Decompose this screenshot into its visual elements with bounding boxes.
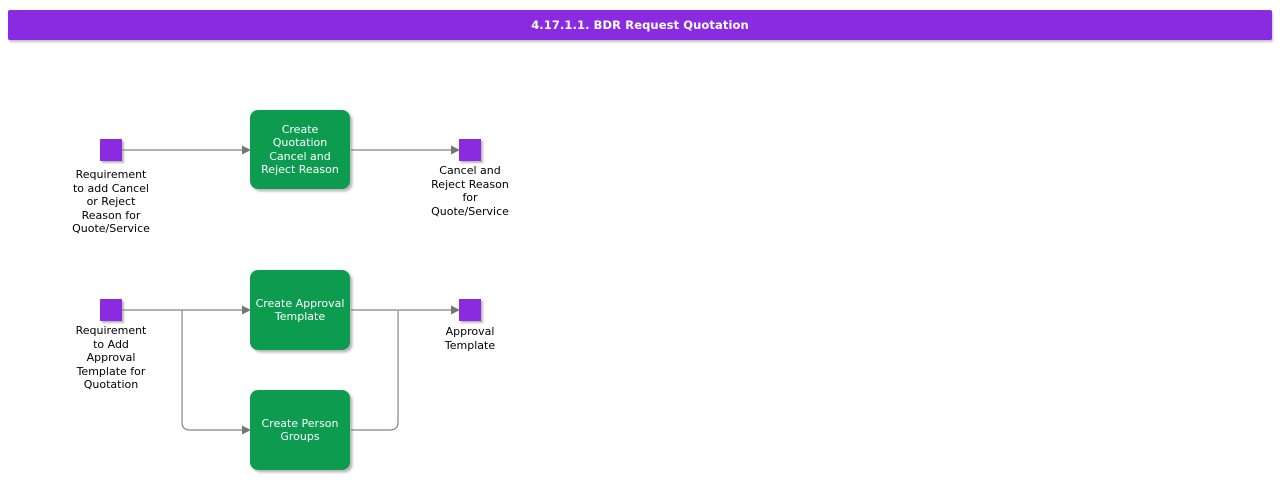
arrowhead-flow1-process [242, 145, 251, 155]
process-create-quotation-cancel-reject-reason[interactable]: Create Quotation Cancel and Reject Reaso… [250, 110, 350, 189]
process-label: Create Person Groups [261, 416, 339, 444]
arrowhead-flow2-output [451, 305, 460, 315]
process-create-approval-template[interactable]: Create Approval Template [250, 270, 350, 350]
end-event-label: Cancel and Reject Reason for Quote/Servi… [431, 164, 509, 218]
header-bar: 4.17.1.1. BDR Request Quotation [8, 10, 1272, 40]
process-label: Create Quotation Cancel and Reject Reaso… [261, 122, 339, 177]
start-event-approval-template-requirement [100, 299, 122, 321]
start-event-label: Requirement to Add Approval Template for… [75, 324, 147, 391]
end-event-cancel-reject-reason [459, 139, 481, 161]
arrowhead-flow2-process-top [242, 305, 251, 315]
process-label: Create Approval Template [255, 296, 345, 324]
connector-flow2-branch-to-process-bottom [181, 310, 243, 431]
start-event-cancel-reject-requirement [100, 139, 122, 161]
arrowhead-flow1-output [451, 145, 460, 155]
arrowhead-flow2-process-bottom [242, 425, 251, 435]
end-event-label: Approval Template [444, 325, 496, 352]
page-title: 4.17.1.1. BDR Request Quotation [531, 18, 749, 32]
end-event-approval-template [459, 299, 481, 321]
start-event-label: Requirement to add Cancel or Reject Reas… [72, 168, 150, 235]
process-create-person-groups[interactable]: Create Person Groups [250, 390, 350, 470]
connector-flow2-process-bottom-merge [351, 311, 399, 431]
